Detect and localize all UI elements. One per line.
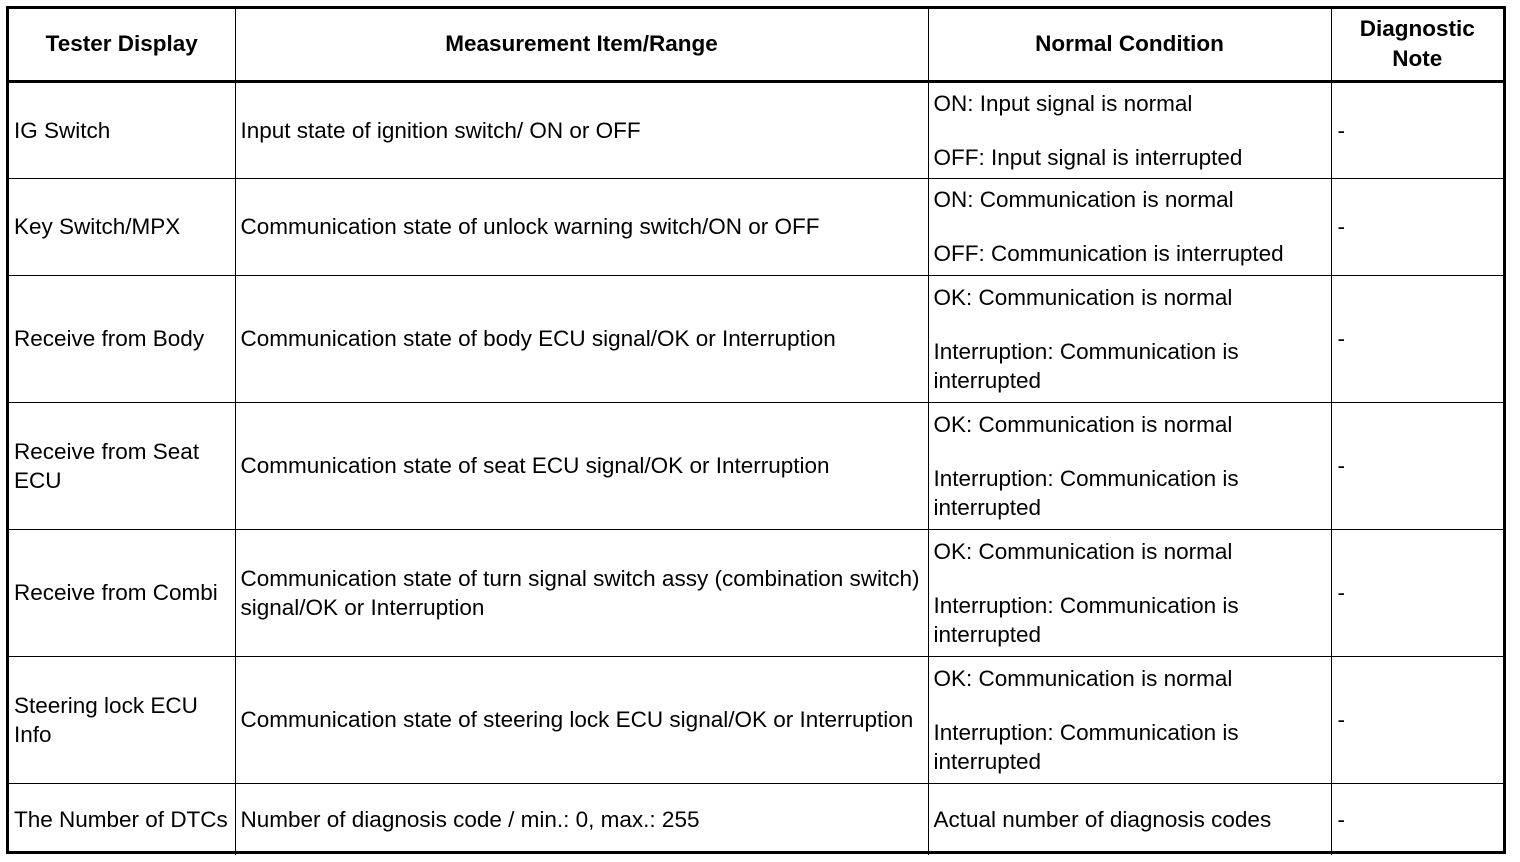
cell-normal-condition: ON: Input signal is normal OFF: Input si… <box>927 80 1332 179</box>
header-diagnostic-note: Diagnostic Note <box>1330 9 1503 83</box>
condition-line: ON: Communication is normal <box>933 187 1234 212</box>
cell-measurement: Number of diagnosis code / min.: 0, max.… <box>234 782 929 855</box>
header-measurement-item: Measurement Item/Range <box>234 9 929 83</box>
condition-line: Interruption: Communication is interrupt… <box>933 465 1239 520</box>
condition-line: OK: Communication is normal <box>933 665 1233 691</box>
cell-measurement: Communication state of turn signal switc… <box>234 528 929 657</box>
table-body: IG Switch Input state of ignition switch… <box>9 80 1503 855</box>
condition-line: OK: Communication is normal <box>933 538 1233 564</box>
table-row: Receive from Combi Communication state o… <box>9 528 1503 657</box>
table-row: Receive from Body Communication state of… <box>9 274 1503 403</box>
header-tester-display: Tester Display <box>9 9 236 83</box>
cell-tester-display: IG Switch <box>9 80 236 179</box>
data-list-table-frame: Tester Display Measurement Item/Range No… <box>6 6 1506 855</box>
table-row: IG Switch Input state of ignition switch… <box>9 80 1503 179</box>
table-row: Key Switch/MPX Communication state of un… <box>9 177 1503 276</box>
data-list-table: Tester Display Measurement Item/Range No… <box>9 9 1503 855</box>
cell-tester-display: Receive from Combi <box>9 528 236 657</box>
table-header: Tester Display Measurement Item/Range No… <box>9 9 1503 83</box>
cell-normal-condition: Actual number of diagnosis codes <box>927 782 1332 855</box>
condition-line: OK: Communication is normal <box>933 284 1233 310</box>
cell-diagnostic-note: - <box>1330 655 1503 784</box>
cell-diagnostic-note: - <box>1330 782 1503 855</box>
cell-tester-display: Receive from Seat ECU <box>9 401 236 530</box>
cell-diagnostic-note: - <box>1330 177 1503 276</box>
cell-tester-display: The Number of DTCs <box>9 782 236 855</box>
cell-normal-condition: OK: Communication is normal Interruption… <box>927 655 1332 784</box>
condition-line: OFF: Input signal is interrupted <box>933 144 1243 170</box>
cell-diagnostic-note: - <box>1330 528 1503 657</box>
cell-tester-display: Steering lock ECU Info <box>9 655 236 784</box>
cell-measurement: Communication state of unlock warning sw… <box>234 177 929 276</box>
cell-normal-condition: ON: Communication is normal OFF: Communi… <box>927 177 1332 276</box>
cell-normal-condition: OK: Communication is normal Interruption… <box>927 401 1332 530</box>
condition-line: Interruption: Communication is interrupt… <box>933 719 1239 774</box>
header-row: Tester Display Measurement Item/Range No… <box>9 9 1503 83</box>
cell-tester-display: Receive from Body <box>9 274 236 403</box>
cell-measurement: Communication state of body ECU signal/O… <box>234 274 929 403</box>
header-normal-condition: Normal Condition <box>927 9 1332 83</box>
cell-diagnostic-note: - <box>1330 80 1503 179</box>
condition-line: Actual number of diagnosis codes <box>933 806 1272 832</box>
cell-tester-display: Key Switch/MPX <box>9 177 236 276</box>
cell-measurement: Communication state of steering lock ECU… <box>234 655 929 784</box>
condition-line: ON: Input signal is normal <box>933 90 1193 116</box>
table-row: Steering lock ECU Info Communication sta… <box>9 655 1503 784</box>
cell-normal-condition: OK: Communication is normal Interruption… <box>927 528 1332 657</box>
table-row: The Number of DTCs Number of diagnosis c… <box>9 782 1503 855</box>
cell-normal-condition: OK: Communication is normal Interruption… <box>927 274 1332 403</box>
condition-line: OFF: Communication is interrupted <box>933 241 1284 266</box>
condition-line: OK: Communication is normal <box>933 411 1233 437</box>
condition-line: Interruption: Communication is interrupt… <box>933 338 1239 393</box>
table-row: Receive from Seat ECU Communication stat… <box>9 401 1503 530</box>
cell-measurement: Communication state of seat ECU signal/O… <box>234 401 929 530</box>
cell-diagnostic-note: - <box>1330 401 1503 530</box>
cell-measurement: Input state of ignition switch/ ON or OF… <box>234 80 929 179</box>
cell-diagnostic-note: - <box>1330 274 1503 403</box>
condition-line: Interruption: Communication is interrupt… <box>933 592 1239 647</box>
